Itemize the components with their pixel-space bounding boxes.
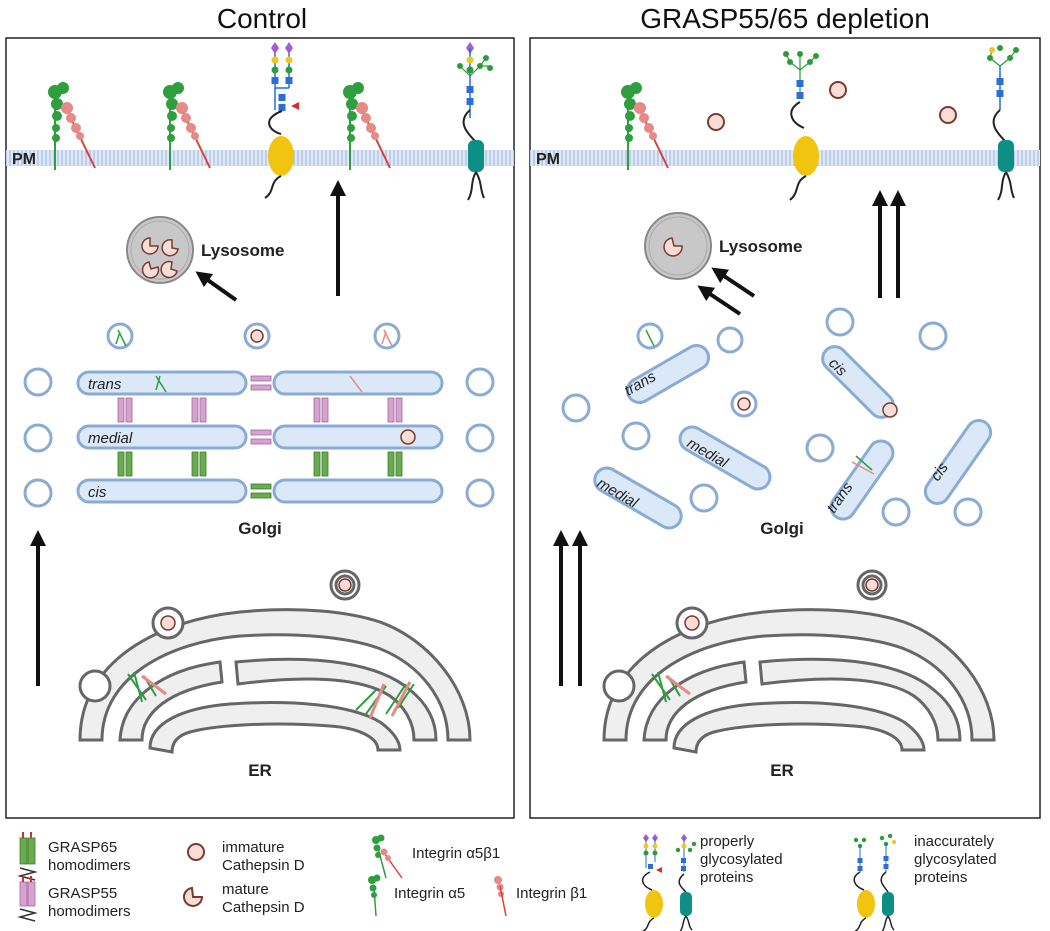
legend-mature-line2: Cathepsin D — [222, 899, 305, 916]
er-integrin-cargo — [141, 674, 167, 696]
inaccurately-glycosylated-legend-icon — [853, 833, 897, 931]
control-pm-label: PM — [12, 151, 36, 168]
grasp65-homodimer-icon — [17, 832, 38, 881]
integrin-a5b1-icon — [621, 82, 669, 170]
immature-cathepsin-d-icon — [882, 402, 898, 418]
legend: GRASP65 homodimers GRASP55 homodimers im… — [17, 832, 997, 931]
control-panel — [5, 37, 515, 819]
control-title: Control — [217, 3, 307, 34]
depletion-title: GRASP55/65 depletion — [640, 3, 930, 34]
depletion-lysosome-label: Lysosome — [719, 237, 802, 256]
depletion-er — [602, 569, 996, 754]
legend-proper-line3: proteins — [700, 869, 753, 886]
immature-cathepsin-d-icon — [160, 615, 176, 631]
integrin-a5b1-icon — [163, 82, 211, 170]
er-integrin-cargo — [665, 674, 691, 696]
properly-glycosylated-legend-icon — [641, 834, 697, 931]
legend-integrin-a5b1: Integrin α5β1 — [412, 845, 500, 862]
legend-inaccurate-line3: proteins — [914, 869, 967, 886]
control-lysosome-arrow — [195, 271, 238, 302]
depletion-lysosome — [644, 212, 712, 280]
legend-proper-line1: properly — [700, 833, 755, 850]
inaccurate-teal-protein-icon — [987, 45, 1019, 201]
control-trans-label: trans — [88, 376, 122, 393]
depletion-golgi-label: Golgi — [760, 519, 803, 538]
legend-integrin-a5: Integrin α5 — [394, 885, 465, 902]
legend-immature-line2: Cathepsin D — [222, 857, 305, 874]
depletion-plasma-membrane — [530, 150, 1040, 166]
integrin-a5b1-legend-icon — [372, 834, 403, 879]
legend-grasp55-line1: GRASP55 — [48, 885, 117, 902]
legend-integrin-b1: Integrin β1 — [516, 885, 587, 902]
control-medial-label: medial — [88, 430, 133, 447]
depletion-lysosome-arrow — [697, 285, 742, 316]
integrin-a5b1-icon — [48, 82, 96, 170]
legend-grasp55-line2: homodimers — [48, 903, 131, 920]
immature-cathepsin-d-icon — [829, 81, 847, 99]
control-er — [78, 569, 472, 754]
inaccurate-yellow-protein-icon — [783, 51, 819, 201]
legend-grasp65-line1: GRASP65 — [48, 839, 117, 856]
immature-cathepsin-d-icon — [737, 397, 751, 411]
immature-cathepsin-d-icon — [865, 578, 879, 592]
control-plasma-membrane — [6, 150, 514, 166]
legend-inaccurate-line1: inaccurately — [914, 833, 995, 850]
control-golgi — [23, 322, 495, 508]
cisterna-cargo — [855, 455, 873, 471]
immature-cathepsin-d-icon — [707, 113, 725, 131]
mature-cathepsin-d-icon — [183, 886, 204, 907]
depletion-lysosome-arrow — [711, 267, 756, 298]
immature-cathepsin-d-icon — [338, 578, 352, 592]
cisterna-cargo — [851, 461, 875, 475]
legend-inaccurate-line2: glycosylated — [914, 851, 997, 868]
depletion-er-label: ER — [770, 761, 794, 780]
er-integrin-cargo — [368, 681, 412, 719]
glycosylated-teal-protein-icon — [457, 42, 493, 201]
control-lysosome — [126, 216, 194, 284]
integrin-a5b1-icon — [343, 82, 391, 170]
control-er-label: ER — [248, 761, 272, 780]
legend-immature-line1: immature — [222, 839, 285, 856]
legend-proper-line2: glycosylated — [700, 851, 783, 868]
control-golgi-label: Golgi — [238, 519, 281, 538]
legend-mature-line1: mature — [222, 881, 269, 898]
glycosylated-yellow-protein-icon — [264, 42, 299, 199]
depletion-panel — [529, 37, 1041, 819]
immature-cathepsin-d-icon — [939, 106, 957, 124]
control-cis-label: cis — [88, 484, 107, 501]
legend-grasp65-line2: homodimers — [48, 857, 131, 874]
vesicle-cargo — [645, 329, 655, 347]
control-lysosome-label: Lysosome — [201, 241, 284, 260]
depletion-golgi — [561, 307, 993, 530]
immature-cathepsin-d-icon — [684, 615, 700, 631]
immature-cathepsin-d-icon — [187, 843, 205, 861]
depletion-pm-label: PM — [536, 151, 560, 168]
integrin-a5-legend-icon — [368, 874, 381, 917]
integrin-b1-legend-icon — [494, 876, 507, 917]
grasp55-homodimer-icon — [17, 876, 38, 922]
